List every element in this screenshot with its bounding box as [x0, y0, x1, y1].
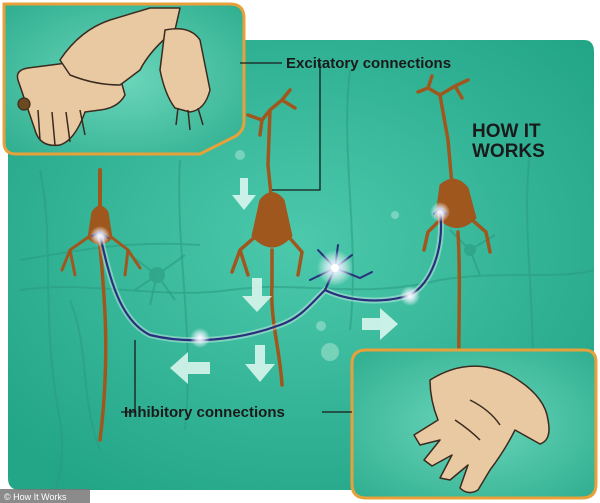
arrow-icon-left	[170, 352, 210, 384]
inhibitory-label: Inhibitory connections	[124, 404, 285, 421]
arrow-icons	[170, 178, 398, 384]
logo-line-1: HOW IT	[472, 121, 541, 142]
arrow-icon-right	[362, 308, 398, 340]
stimulus-panel	[2, 2, 246, 156]
neuron-icon-center	[230, 88, 304, 387]
response-panel	[350, 348, 598, 500]
callout-lines	[121, 62, 352, 413]
background-neuron-icon	[129, 229, 496, 306]
arrow-icon-down-3	[245, 345, 275, 382]
credit-text: © How It Works	[4, 492, 67, 502]
arrow-icon-down-1	[232, 178, 256, 210]
pin-icon	[17, 97, 31, 111]
glow-spots	[235, 150, 399, 361]
credit-bar	[0, 489, 90, 503]
arrow-icon-down-2	[242, 278, 272, 312]
logo-line-2: WORKS	[472, 141, 545, 162]
excitatory-label: Excitatory connections	[286, 55, 451, 72]
glow-spark-icon	[90, 202, 450, 348]
hand-icon-open	[413, 365, 550, 494]
hand-icon-pinching	[16, 7, 211, 147]
